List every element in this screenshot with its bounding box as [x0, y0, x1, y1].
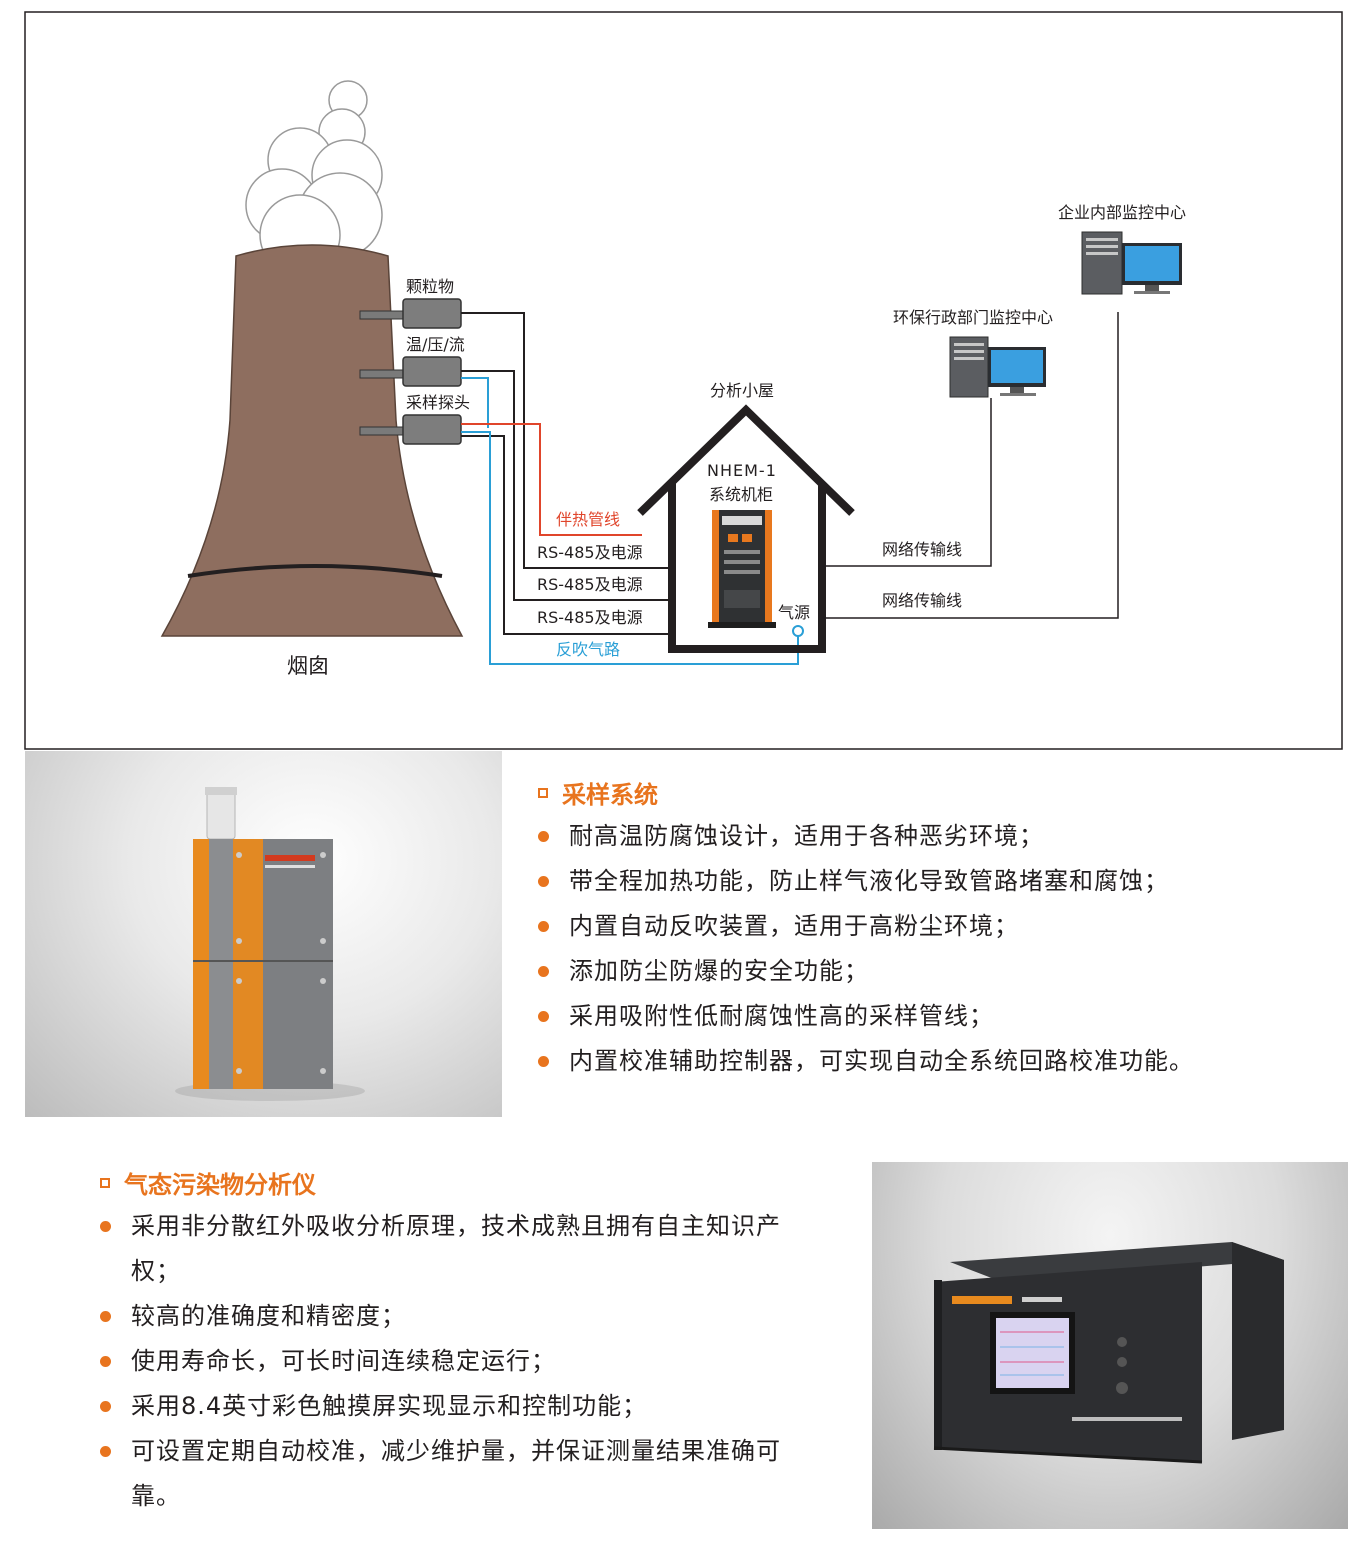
list-item: 带全程加热功能，防止样气液化导致管路堵塞和腐蚀； [538, 859, 1318, 904]
sampling-probe-photo [25, 751, 502, 1117]
backflush-line [461, 431, 799, 665]
network-label-2: 网络传输线 [882, 591, 963, 610]
bullet-dot-icon [538, 831, 549, 842]
square-bullet-icon [100, 1177, 110, 1188]
analyzer-feature-list: 采用非分散红外吸收分析原理，技术成熟且拥有自主知识产权； 较高的准确度和精密度；… [100, 1204, 830, 1519]
analyzer-section-title: 气态污染物分析仪 [100, 1165, 316, 1200]
network-line-2 [822, 312, 1119, 619]
analyzer-title-text: 气态污染物分析仪 [124, 1171, 316, 1199]
network-line-1 [822, 398, 992, 567]
rs485-label-1: RS-485及电源 [537, 543, 643, 562]
list-item: 较高的准确度和精密度； [100, 1294, 830, 1339]
enterprise-monitor-center-label: 企业内部监控中心 [1058, 203, 1187, 222]
network-label-1: 网络传输线 [882, 540, 963, 559]
heat-trace-line [461, 423, 642, 536]
bullet-dot-icon [100, 1401, 111, 1412]
system-diagram [24, 11, 1343, 750]
sampling-title-text: 采样系统 [562, 781, 658, 809]
sensor-temp-pressure-flow [359, 356, 462, 387]
bullet-dot-icon [100, 1221, 111, 1232]
rs485-label-3: RS-485及电源 [537, 608, 643, 627]
rs485-line-1 [461, 312, 668, 569]
list-item: 内置自动反吹装置，适用于高粉尘环境； [538, 904, 1318, 949]
backflush-branch [461, 377, 489, 428]
computer-enterprise [1081, 231, 1182, 295]
bullet-dot-icon [538, 1056, 549, 1067]
hut-title: 分析小屋 [710, 381, 775, 400]
cabinet-model: NHEM-1 [707, 461, 777, 480]
bullet-dot-icon [100, 1311, 111, 1322]
rs485-line-3 [461, 435, 668, 635]
sampling-section-title: 采样系统 [538, 775, 658, 810]
heat-trace-label: 伴热管线 [556, 510, 621, 529]
chimney-band [187, 564, 443, 578]
env-monitor-center-label: 环保行政部门监控中心 [893, 308, 1054, 327]
list-item: 使用寿命长，可长时间连续稳定运行； [100, 1339, 830, 1384]
sensor-sampling-probe [359, 414, 462, 445]
chimney-label: 烟囱 [287, 654, 329, 678]
bullet-dot-icon [100, 1356, 111, 1367]
list-item: 耐高温防腐蚀设计，适用于各种恶劣环境； [538, 814, 1318, 859]
bullet-dot-icon [538, 876, 549, 887]
list-item: 采用8.4英寸彩色触摸屏实现显示和控制功能； [100, 1384, 830, 1429]
bullet-dot-icon [100, 1446, 111, 1457]
smoke-cloud [245, 80, 383, 276]
gas-analyzer-photo [872, 1162, 1348, 1529]
gas-source-label: 气源 [778, 603, 811, 622]
bullet-dot-icon [538, 921, 549, 932]
sensor-label-temp-pressure-flow: 温/压/流 [406, 335, 465, 354]
gas-source-port [792, 625, 804, 637]
sensor-label-sampling-probe: 采样探头 [406, 393, 471, 412]
list-item: 内置校准辅助控制器，可实现自动全系统回路校准功能。 [538, 1039, 1318, 1084]
list-item: 采用非分散红外吸收分析原理，技术成熟且拥有自主知识产权； [100, 1204, 830, 1294]
system-cabinet [708, 510, 776, 628]
computer-env-dept [949, 336, 1046, 398]
cabinet-name: 系统机柜 [709, 485, 774, 504]
chimney [160, 244, 464, 637]
list-item: 添加防尘防爆的安全功能； [538, 949, 1318, 994]
diagram-frame [24, 11, 1343, 750]
rs485-line-2 [461, 370, 668, 601]
rs485-label-2: RS-485及电源 [537, 575, 643, 594]
sampling-feature-list: 耐高温防腐蚀设计，适用于各种恶劣环境； 带全程加热功能，防止样气液化导致管路堵塞… [538, 814, 1318, 1084]
list-item: 采用吸附性低耐腐蚀性高的采样管线； [538, 994, 1318, 1039]
square-bullet-icon [538, 787, 548, 798]
backflush-label: 反吹气路 [556, 640, 621, 659]
list-item: 可设置定期自动校准，减少维护量，并保证测量结果准确可靠。 [100, 1429, 830, 1519]
bullet-dot-icon [538, 966, 549, 977]
bullet-dot-icon [538, 1011, 549, 1022]
sensor-label-particulate: 颗粒物 [406, 277, 455, 296]
